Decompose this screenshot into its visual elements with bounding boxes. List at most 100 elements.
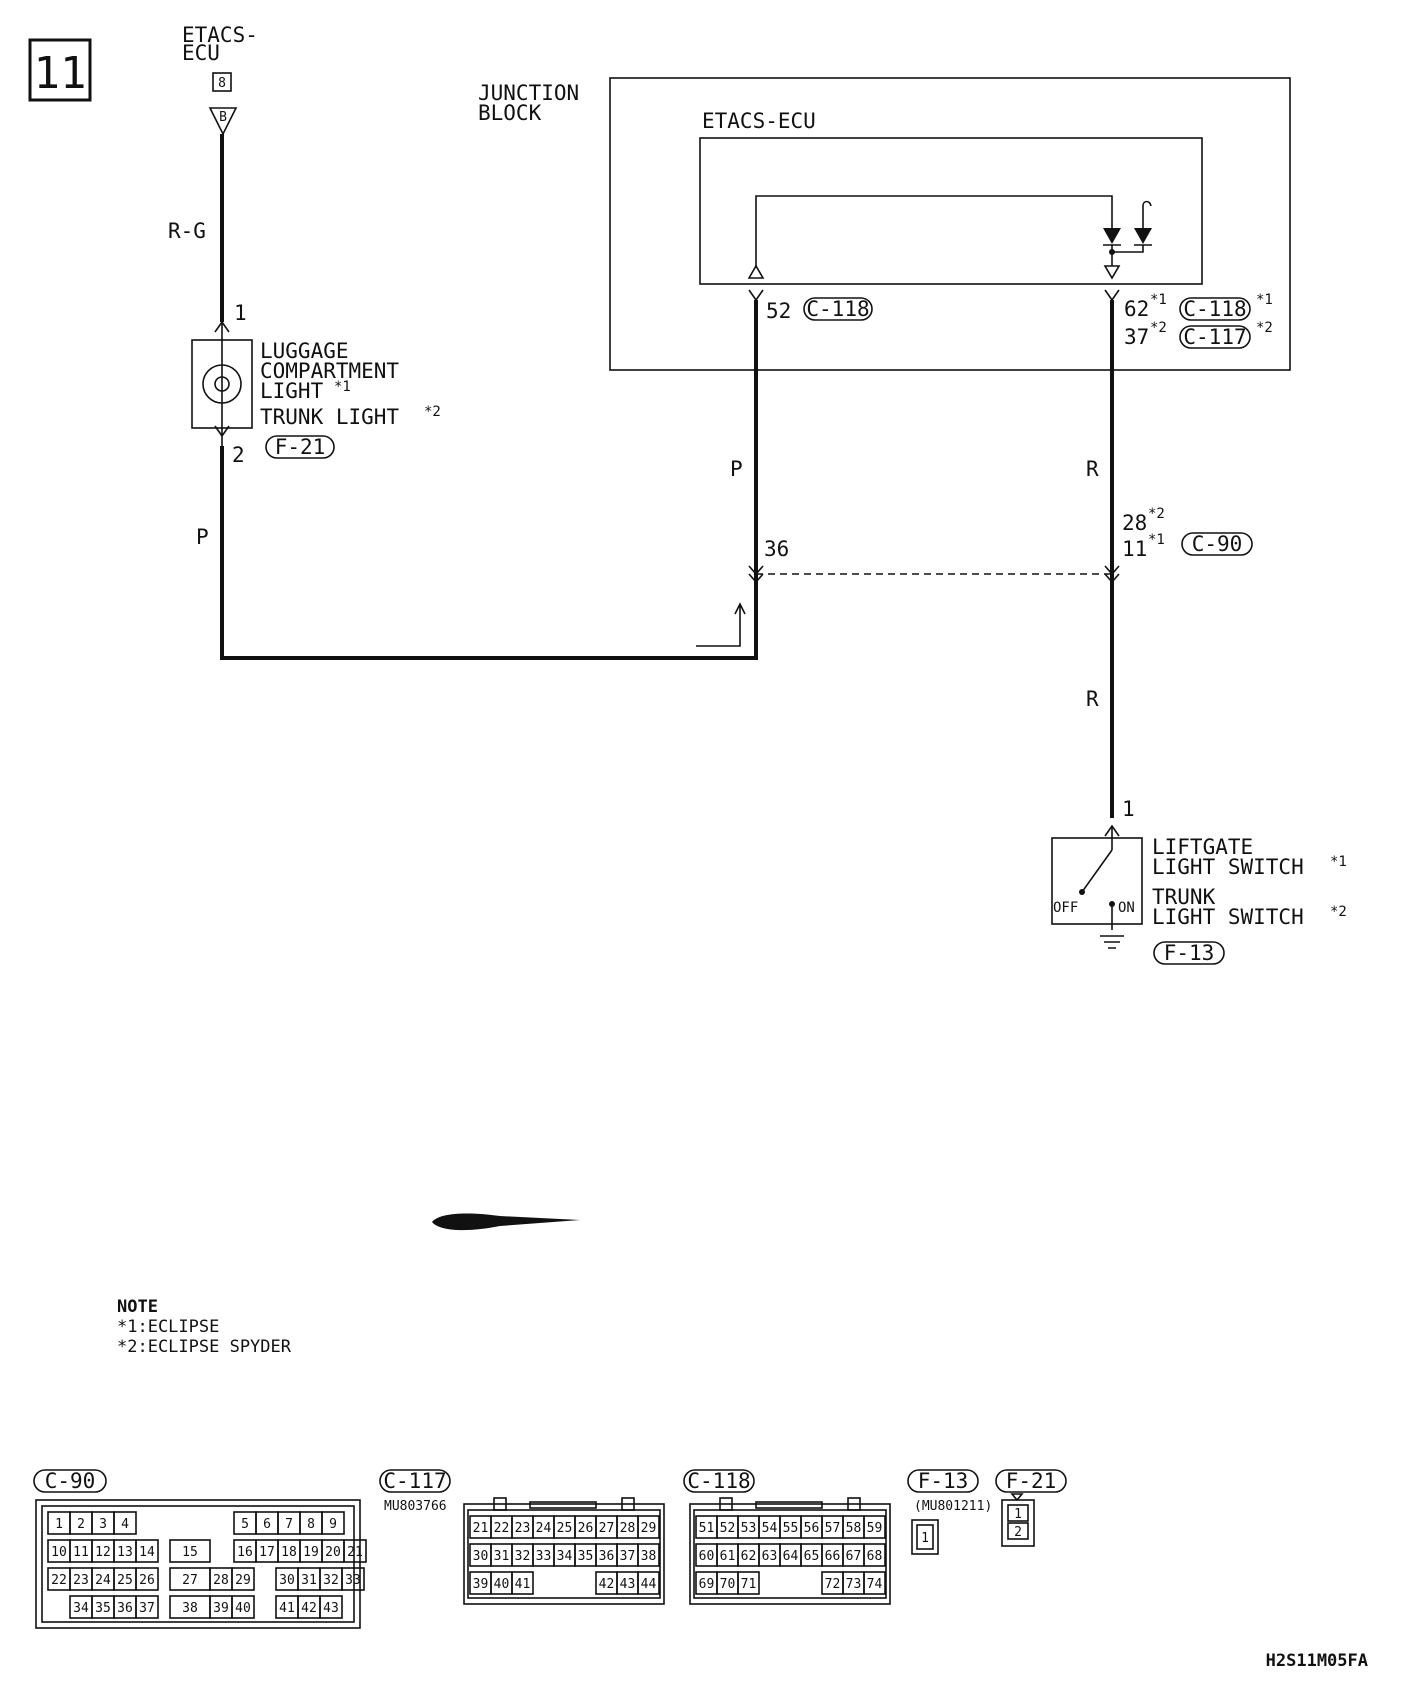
connector-pin-number: 27 xyxy=(599,1521,615,1536)
connector-pin-number: 52 xyxy=(720,1521,736,1536)
wire-p-left-label: P xyxy=(196,525,209,549)
jb-left-connector-badge xyxy=(803,297,873,321)
luggage-light-line3-note: *1 xyxy=(334,379,351,395)
switch-line4: LIGHT SWITCH xyxy=(1152,905,1304,929)
switch-line2: LIGHT SWITCH xyxy=(1152,855,1304,879)
switch-line1: LIFTGATE xyxy=(1152,835,1253,859)
connector-pin-cell xyxy=(169,1539,211,1563)
etacs-ecu-inner-label: ETACS-ECU xyxy=(702,109,816,133)
jb-right-pin1: 62 xyxy=(1124,297,1149,321)
connector-pin-number: 65 xyxy=(804,1549,820,1564)
ground-icon xyxy=(1100,935,1124,949)
connector-pin-number: 58 xyxy=(846,1521,862,1536)
connector-pin-cell xyxy=(863,1571,886,1595)
connector-pin-number: 32 xyxy=(515,1549,531,1564)
connector-pin-number: 29 xyxy=(235,1573,251,1588)
connector-pin-cell xyxy=(863,1515,886,1539)
connector-pin-number: 55 xyxy=(783,1521,799,1536)
connector-pin-number: 35 xyxy=(95,1601,111,1616)
etacs-source-terminal-icon xyxy=(208,107,238,136)
switch-line4-note: *2 xyxy=(1330,904,1347,920)
diode-icon xyxy=(1103,200,1152,280)
connector-pin-number: 28 xyxy=(213,1573,229,1588)
connector-pin-number: 36 xyxy=(117,1601,133,1616)
luggage-light-line4: TRUNK LIGHT xyxy=(260,405,399,429)
switch-line3: TRUNK xyxy=(1152,885,1216,909)
jb-right-connector2-note: *2 xyxy=(1256,320,1273,336)
note-title: NOTE xyxy=(117,1297,158,1317)
etacs-source-connector-number: 8 xyxy=(218,76,226,91)
etacs-source-connector-box xyxy=(212,72,232,92)
connector-pin-number: 30 xyxy=(473,1549,489,1564)
connector-pin-number: 63 xyxy=(762,1549,778,1564)
connector-pin-number: 13 xyxy=(117,1545,133,1560)
f21-view-badge xyxy=(995,1469,1067,1493)
connector-pin-number: 3 xyxy=(99,1517,107,1532)
note-1: *1:ECLIPSE xyxy=(117,1317,219,1337)
connector-pin-number: 10 xyxy=(51,1545,67,1560)
connector-pin-number: 11 xyxy=(73,1545,89,1560)
connector-pin-number: 26 xyxy=(578,1521,594,1536)
connector-pin-number: 69 xyxy=(699,1577,715,1592)
connector-pin-number: 2 xyxy=(77,1517,85,1532)
connector-pin-number: 1 xyxy=(55,1517,63,1532)
light-pin2-label: 2 xyxy=(232,443,245,467)
luggage-light-connector: F-21 xyxy=(275,435,326,459)
connector-pin-number: 73 xyxy=(846,1577,862,1592)
f13-view-badge xyxy=(907,1469,979,1493)
c90-right-pin1: 28 xyxy=(1122,511,1147,535)
liftgate-switch-component xyxy=(1051,824,1143,949)
luggage-light-connector-badge xyxy=(265,435,335,459)
connector-pin-number: 51 xyxy=(699,1521,715,1536)
connector-pin-number: 54 xyxy=(762,1521,778,1536)
page-number-box: 11 xyxy=(28,38,92,102)
luggage-light-line2: COMPARTMENT xyxy=(260,359,399,383)
connector-pin-number: 25 xyxy=(557,1521,573,1536)
connector-pin-number: 40 xyxy=(235,1601,251,1616)
c90-right-pin1-note: *2 xyxy=(1148,506,1165,522)
f13-connector-view: 1 xyxy=(911,1519,939,1555)
connector-pin-cell xyxy=(231,1595,255,1619)
connector-pin-cell xyxy=(637,1571,660,1595)
c90-connector-badge xyxy=(1181,532,1253,556)
connector-pin-number: 56 xyxy=(804,1521,820,1536)
switch-connector: F-13 xyxy=(1164,941,1215,965)
drawing-code: H2S11M05FA xyxy=(1266,1651,1368,1671)
f21-view-label: F-21 xyxy=(1006,1469,1057,1493)
jb-right-connector1-note: *1 xyxy=(1256,292,1273,308)
ecu-internal-circuit xyxy=(755,195,1113,268)
wire-r-lower-label: R xyxy=(1086,687,1099,711)
connector-pin-number: 4 xyxy=(121,1517,129,1532)
connector-pin-number: 37 xyxy=(139,1601,155,1616)
junction-block-label-2: BLOCK xyxy=(478,101,542,125)
connector-pin-number: 9 xyxy=(329,1517,337,1532)
connector-pin-number: 21 xyxy=(473,1521,489,1536)
c118-view-label: C-118 xyxy=(687,1469,750,1493)
luggage-light-component xyxy=(191,320,253,446)
ink-smudge xyxy=(432,1213,580,1231)
c117-view-label: C-117 xyxy=(383,1469,446,1493)
connector-pin-number: 35 xyxy=(578,1549,594,1564)
connector-pin-number: 31 xyxy=(494,1549,510,1564)
jb-right-pin1-note: *1 xyxy=(1150,292,1167,308)
connector-pin-number: 23 xyxy=(73,1573,89,1588)
connector-pin-cell xyxy=(737,1571,760,1595)
connector-pin-number: 72 xyxy=(825,1577,841,1592)
connector-pin-number: 33 xyxy=(345,1573,361,1588)
connector-pin-number: 43 xyxy=(620,1577,636,1592)
luggage-light-line4-note: *2 xyxy=(424,404,441,420)
etacs-ecu-inner-box xyxy=(699,137,1203,285)
connector-pin-cell xyxy=(343,1539,367,1563)
connector-pin-cell xyxy=(321,1511,345,1535)
connector-pin-number: 39 xyxy=(213,1601,229,1616)
connector-pin-number: 62 xyxy=(741,1549,757,1564)
connector-pin-number: 6 xyxy=(263,1517,271,1532)
luggage-light-line1: LUGGAGE xyxy=(260,339,349,363)
jb-right-pin2-note: *2 xyxy=(1150,320,1167,336)
c117-part-number: MU803766 xyxy=(384,1499,447,1514)
note-2: *2:ECLIPSE SPYDER xyxy=(117,1337,292,1357)
connector-pin-number: 24 xyxy=(95,1573,111,1588)
jb-left-pin: 52 xyxy=(766,299,791,323)
junction-block-label-1: JUNCTION xyxy=(478,81,579,105)
